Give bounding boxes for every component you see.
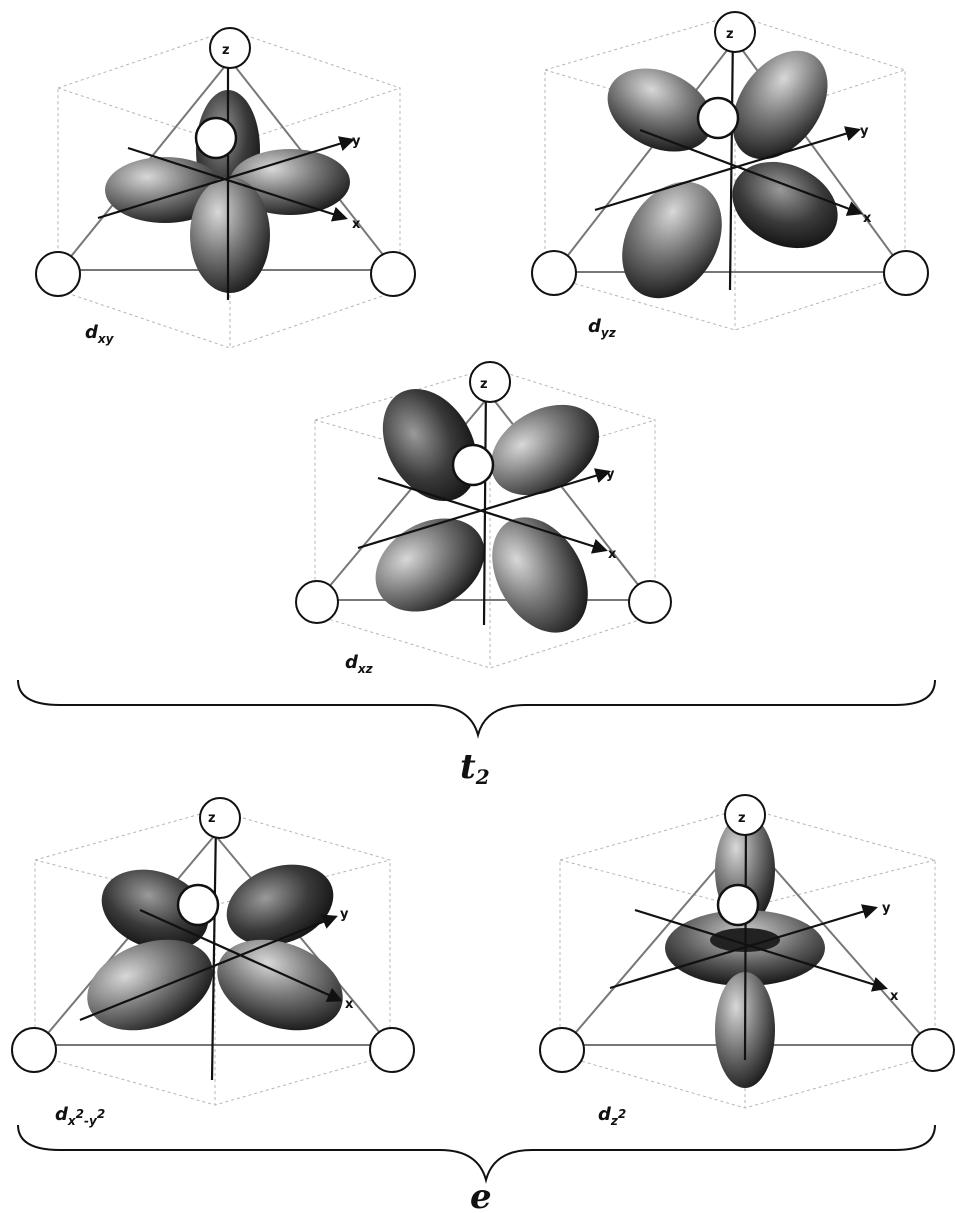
ligand-bonds xyxy=(37,834,391,1046)
orbital-label-dxy: dxy xyxy=(85,322,115,346)
ligand-atom xyxy=(209,27,251,69)
z-axis-label: z xyxy=(222,43,230,58)
metal-atom xyxy=(176,883,220,927)
orbital-label-dx2-y2: dx2-y2 xyxy=(55,1104,105,1128)
z-axis-label: z xyxy=(208,811,216,826)
orbital-label-dyz: dyz xyxy=(588,316,617,340)
y-axis-label: y xyxy=(860,124,869,139)
ligand-atom xyxy=(11,1027,57,1073)
orbital-label-dxz: dxz xyxy=(345,652,374,676)
x-axis-label: x xyxy=(352,217,361,232)
axes xyxy=(609,811,888,1061)
x-axis-label: x xyxy=(890,989,899,1004)
lobe xyxy=(490,404,600,496)
lobe xyxy=(87,939,213,1031)
ligand-atom xyxy=(911,1028,955,1072)
axes xyxy=(79,818,343,1081)
ligand-atom xyxy=(531,250,577,296)
y-axis-label: y xyxy=(882,901,891,916)
z-axis-label: z xyxy=(480,377,488,392)
x-axis-label: x xyxy=(608,547,617,562)
axes xyxy=(594,26,863,291)
y-axis-label: y xyxy=(352,134,361,149)
x-axis-label: x xyxy=(863,211,872,226)
ligand-atom xyxy=(199,797,241,839)
x-axis-label: x xyxy=(345,997,354,1012)
panel-dyz: z y x dyz xyxy=(531,11,929,340)
axes xyxy=(357,378,611,626)
lobe xyxy=(101,869,209,951)
ligand-atom xyxy=(295,580,339,624)
axes xyxy=(97,44,355,300)
panel-dxz: z y x dxz xyxy=(295,361,672,676)
ligand-atom xyxy=(724,794,766,836)
lobe xyxy=(217,939,343,1031)
brace-e: e xyxy=(17,1124,936,1213)
panel-dxy: z y x dxy xyxy=(35,27,416,349)
y-axis-label: y xyxy=(606,467,615,482)
ligand-atom xyxy=(369,1027,415,1073)
panel-dz2: z y x dz2 xyxy=(539,794,955,1128)
cube-wireframe xyxy=(544,14,906,331)
ligand-atom xyxy=(628,580,672,624)
metal-atom xyxy=(716,883,760,927)
group-label-t2: t2 xyxy=(460,747,490,789)
metal-atom xyxy=(194,116,238,160)
panel-dx2-y2: z y x dx2-y2 xyxy=(11,797,415,1128)
lobe xyxy=(190,177,270,293)
group-label-e: e xyxy=(470,1177,492,1213)
z-axis-label: z xyxy=(738,811,746,826)
ligand-atom xyxy=(35,251,81,297)
lobe xyxy=(622,181,722,299)
ligand-atom xyxy=(469,361,511,403)
lobe xyxy=(226,864,334,946)
lobe xyxy=(492,517,588,633)
y-axis-label: y xyxy=(340,907,349,922)
orbital-label-dz2: dz2 xyxy=(598,1104,626,1128)
ligand-atom xyxy=(714,11,756,53)
ligand-atom xyxy=(883,250,929,296)
lobe xyxy=(375,518,485,612)
metal-atom xyxy=(696,96,740,140)
ligand-atom xyxy=(370,251,416,297)
lobe xyxy=(732,50,828,160)
metal-atom xyxy=(451,443,495,487)
ligand-atom xyxy=(539,1027,585,1073)
brace-t2: t2 xyxy=(17,679,936,789)
z-axis-label: z xyxy=(726,27,734,42)
lobe xyxy=(607,68,713,152)
lobe xyxy=(732,161,838,249)
